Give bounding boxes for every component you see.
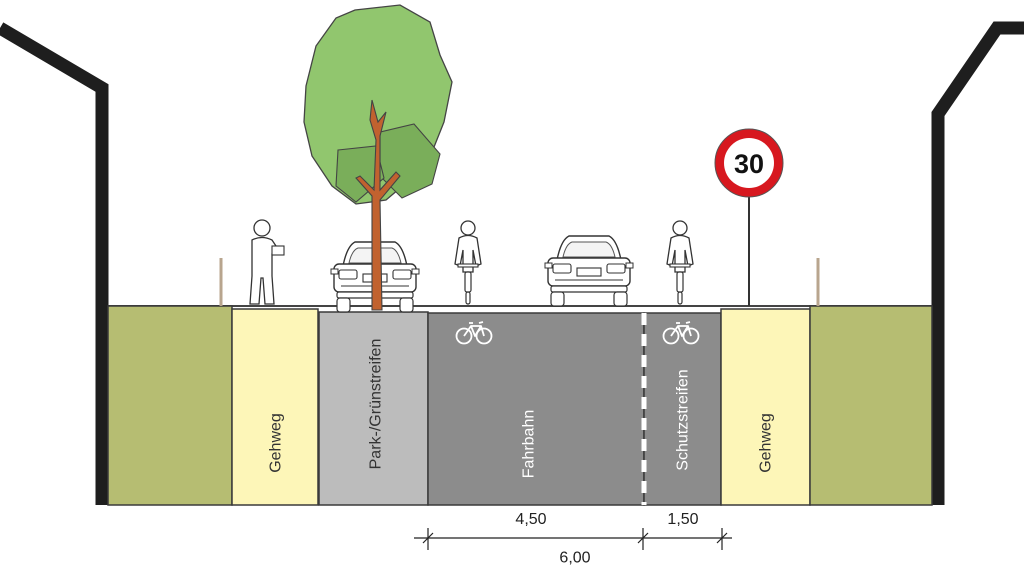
zone-label-sidewalk-left: Gehweg — [268, 413, 285, 473]
dimension-total: 6,00 — [559, 550, 590, 567]
tree-icon — [303, 4, 453, 311]
building-icon — [0, 21, 1024, 505]
zone-green-left — [107, 305, 233, 506]
cyclist-icon — [666, 220, 694, 305]
zone-label-park-green-strip: Park-/Grünstreifen — [368, 339, 385, 470]
car-icon — [544, 235, 634, 307]
speed-limit-sign-icon: 30 — [714, 128, 784, 306]
zone-label-roadway: Fahrbahn — [521, 410, 538, 479]
speed-limit-value: 30 — [734, 149, 764, 179]
zone-sidewalk-left — [231, 308, 319, 506]
zone-sidewalk-right — [720, 308, 811, 506]
zone-roadway — [427, 312, 645, 506]
cyclist-icon — [454, 220, 482, 305]
cross-section-zones — [107, 305, 933, 506]
zone-protective-strip — [643, 312, 722, 506]
zone-park-green-strip — [318, 311, 429, 506]
dimension-lines — [414, 528, 732, 550]
dimension-roadway: 4,50 — [515, 511, 546, 528]
zone-label-sidewalk-right: Gehweg — [758, 413, 775, 473]
pedestrian-icon — [249, 219, 285, 305]
zone-green-right — [809, 305, 933, 506]
zone-label-protective-strip: Schutzstreifen — [675, 369, 692, 470]
dimension-protective-strip: 1,50 — [667, 511, 698, 528]
